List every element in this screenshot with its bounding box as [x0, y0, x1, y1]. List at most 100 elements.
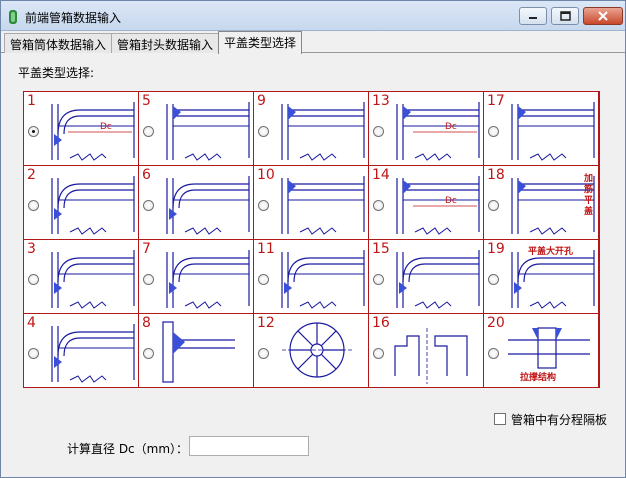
option-radio[interactable]	[258, 200, 269, 211]
maximize-button[interactable]	[551, 7, 579, 25]
cover-type-drawing	[394, 328, 468, 384]
tab-flat-cover-type[interactable]: 平盖类型选择	[218, 31, 303, 54]
minimize-icon	[529, 17, 537, 19]
cover-type-drawing: Dc	[396, 102, 480, 161]
cover-type-drawing	[162, 321, 235, 383]
tab-shell-data[interactable]: 管箱筒体数据输入	[4, 33, 113, 53]
option-radio[interactable]	[28, 126, 39, 137]
tab-head-data[interactable]: 管箱封头数据输入	[111, 33, 220, 53]
cover-type-drawing	[51, 176, 135, 235]
option-number: 16	[372, 315, 390, 331]
cover-type-option[interactable]: 2	[24, 166, 139, 240]
option-radio[interactable]	[28, 200, 39, 211]
cover-type-option[interactable]: 20 拉撑结构	[484, 314, 599, 388]
maximize-icon	[560, 11, 571, 21]
option-number: 18	[487, 167, 505, 183]
cover-type-option[interactable]: 3	[24, 240, 139, 314]
minimize-button[interactable]	[519, 7, 547, 25]
cover-type-drawing	[511, 176, 595, 235]
option-number: 6	[142, 167, 151, 183]
cover-type-option[interactable]: 6	[139, 166, 254, 240]
diameter-mark: Dc	[100, 122, 112, 132]
cover-type-option[interactable]: 7	[139, 240, 254, 314]
option-radio[interactable]	[28, 274, 39, 285]
option-number: 7	[142, 241, 151, 257]
option-radio[interactable]	[258, 348, 269, 359]
option-radio[interactable]	[258, 126, 269, 137]
option-radio[interactable]	[488, 274, 499, 285]
option-radio[interactable]	[143, 274, 154, 285]
option-number: 19	[487, 241, 505, 257]
title-bar[interactable]: 前端管箱数据输入	[1, 1, 625, 31]
cover-type-drawing	[166, 250, 250, 309]
option-radio[interactable]	[373, 274, 384, 285]
cover-type-drawing	[51, 250, 135, 309]
cover-type-drawing	[51, 324, 135, 383]
close-icon	[598, 11, 608, 21]
option-number: 12	[257, 315, 275, 331]
option-radio[interactable]	[143, 126, 154, 137]
cover-type-option[interactable]: 15	[369, 240, 484, 314]
cover-type-drawing: Dc	[396, 176, 480, 235]
option-number: 14	[372, 167, 390, 183]
option-number: 9	[257, 93, 266, 109]
diameter-mark: Dc	[445, 196, 457, 206]
cover-type-drawing	[396, 250, 480, 309]
option-number: 3	[27, 241, 36, 257]
option-radio[interactable]	[488, 348, 499, 359]
option-number: 4	[27, 315, 36, 331]
cover-type-drawing	[281, 102, 365, 161]
window-title: 前端管箱数据输入	[25, 11, 122, 25]
cover-type-option[interactable]: 4	[24, 314, 139, 388]
cover-type-option[interactable]: 12	[254, 314, 369, 388]
section-label: 平盖类型选择:	[18, 66, 95, 80]
cover-type-drawing	[508, 327, 590, 369]
cover-type-drawing	[281, 250, 365, 309]
option-radio[interactable]	[488, 126, 499, 137]
cover-type-drawing	[282, 322, 352, 378]
close-button[interactable]	[583, 7, 623, 25]
option-radio[interactable]	[143, 348, 154, 359]
cover-type-drawing	[166, 176, 250, 235]
option-number: 20	[487, 315, 505, 331]
cover-type-option[interactable]: 17	[484, 92, 599, 166]
option-radio[interactable]	[488, 200, 499, 211]
cover-type-option[interactable]: 18 加筋平盖	[484, 166, 599, 240]
diameter-label: 计算直径 Dc（mm）：	[67, 442, 189, 456]
option-caption: 加筋平盖	[584, 174, 594, 217]
option-radio[interactable]	[373, 126, 384, 137]
option-radio[interactable]	[28, 348, 39, 359]
tab-strip: 管箱筒体数据输入 管箱封头数据输入 平盖类型选择	[1, 31, 625, 54]
cover-type-option[interactable]: 16	[369, 314, 484, 388]
option-number: 8	[142, 315, 151, 331]
option-number: 10	[257, 167, 275, 183]
option-number: 1	[27, 93, 36, 109]
option-number: 15	[372, 241, 390, 257]
cover-type-drawing	[511, 250, 595, 309]
cover-type-option[interactable]: 11	[254, 240, 369, 314]
cover-type-option[interactable]: 8	[139, 314, 254, 388]
cover-type-option[interactable]: 5	[139, 92, 254, 166]
cover-type-option[interactable]: 9	[254, 92, 369, 166]
option-number: 2	[27, 167, 36, 183]
cover-type-drawing	[281, 176, 365, 235]
option-number: 17	[487, 93, 505, 109]
option-number: 13	[372, 93, 390, 109]
option-radio[interactable]	[258, 274, 269, 285]
option-radio[interactable]	[373, 348, 384, 359]
option-radio[interactable]	[143, 200, 154, 211]
diameter-input[interactable]	[189, 436, 309, 456]
option-caption: 拉撑结构	[520, 373, 557, 383]
cover-type-option[interactable]: 10	[254, 166, 369, 240]
partition-checkbox[interactable]	[494, 413, 506, 425]
cover-type-drawing	[166, 102, 250, 161]
option-radio[interactable]	[373, 200, 384, 211]
option-number: 5	[142, 93, 151, 109]
app-icon	[9, 10, 17, 24]
